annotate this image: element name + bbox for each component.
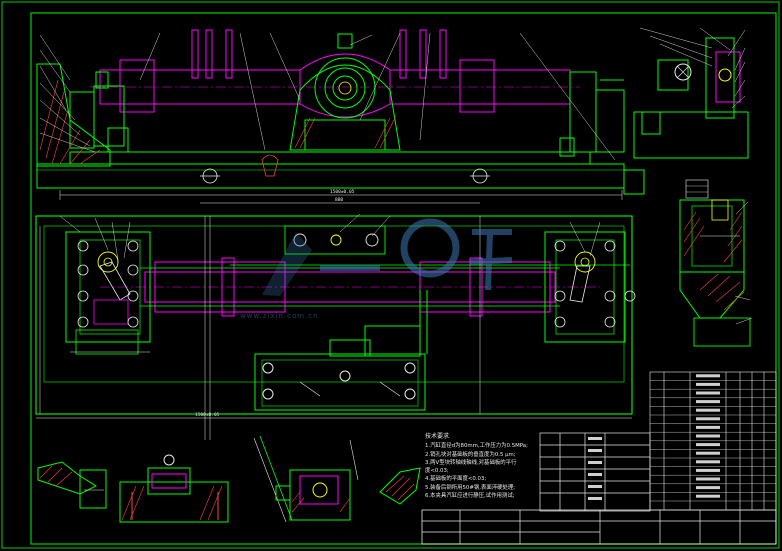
illegible-cell-text — [696, 451, 720, 455]
illegible-cell-text — [696, 400, 720, 404]
illegible-cell-text — [696, 434, 720, 438]
illegible-cell-text — [588, 497, 602, 500]
title-block-cells — [588, 437, 602, 500]
illegible-cell-text — [696, 382, 720, 386]
svg-text:880: 880 — [335, 197, 343, 203]
inner-frame — [30, 12, 777, 545]
title-block — [421, 432, 777, 545]
left-clamp-front — [69, 71, 129, 153]
watermark-logo — [262, 218, 513, 296]
illegible-cell-text — [696, 425, 720, 429]
illegible-cell-text — [588, 461, 602, 464]
note-line: 3.两V型块转轴线轴线,对基础板的平行 — [425, 459, 517, 466]
detail-top-right — [633, 37, 749, 159]
base-plate — [36, 163, 625, 189]
illegible-cell-text — [696, 494, 720, 498]
center-bearing-plan — [284, 225, 386, 255]
front-view: 1500±0.05 880 — [36, 29, 645, 204]
note-line: 度<0.03; — [425, 468, 449, 475]
illegible-cell-text — [696, 477, 720, 481]
note-line: 6.本夹具汽缸应进行静压,试作用测试; — [425, 493, 515, 500]
illegible-cell-text — [696, 460, 720, 464]
right-clamp-front — [559, 71, 645, 195]
illegible-cell-text — [696, 468, 720, 472]
svg-text:1500±0.05: 1500±0.05 — [330, 189, 355, 195]
note-line: 1.汽缸直径d为80mm,工作压力为0.5MPa; — [425, 443, 528, 450]
left-clamp-plan — [65, 231, 151, 355]
illegible-cell-text — [696, 486, 720, 490]
detail-bottom-4 — [379, 467, 421, 505]
illegible-cell-text — [588, 437, 602, 440]
detail-bottom-2 — [119, 454, 229, 523]
note-line: 5.装备后钢所用50#钢,表面淬硬处理; — [425, 484, 516, 491]
plan-base-plate — [35, 215, 633, 415]
plan-view: 1500±0.05 — [35, 213, 636, 440]
note-line: 4.基础板的平面度<0.03; — [425, 476, 487, 483]
bearing-housing — [289, 33, 401, 151]
right-clamp-plan — [544, 231, 636, 343]
detail-bottom-1 — [37, 461, 107, 509]
section-view-right — [679, 179, 753, 347]
detail-bottom-3 — [253, 435, 359, 523]
illegible-cell-text — [588, 485, 602, 488]
illegible-cell-text — [588, 449, 602, 452]
illegible-cell-text — [588, 473, 602, 476]
technical-requirements: 技术要求 1.汽缸直径d为80mm,工作压力为0.5MPa; 2.销孔块对基础板… — [425, 433, 537, 500]
illegible-cell-text — [696, 374, 720, 378]
crankshaft-front — [90, 29, 580, 118]
svg-text:1500±0.05: 1500±0.05 — [195, 412, 220, 418]
parts-list-rows — [650, 374, 776, 502]
illegible-cell-text — [696, 408, 720, 412]
watermark-site: www.zixin.com.cn — [240, 312, 319, 320]
cylinder-block — [254, 290, 428, 411]
illegible-cell-text — [696, 443, 720, 447]
illegible-cell-text — [696, 417, 720, 421]
notes-title: 技术要求 — [425, 433, 450, 440]
note-line: 2.销孔块对基础板的垂直度为0.5 μm; — [425, 451, 516, 458]
illegible-cell-text — [696, 391, 720, 395]
